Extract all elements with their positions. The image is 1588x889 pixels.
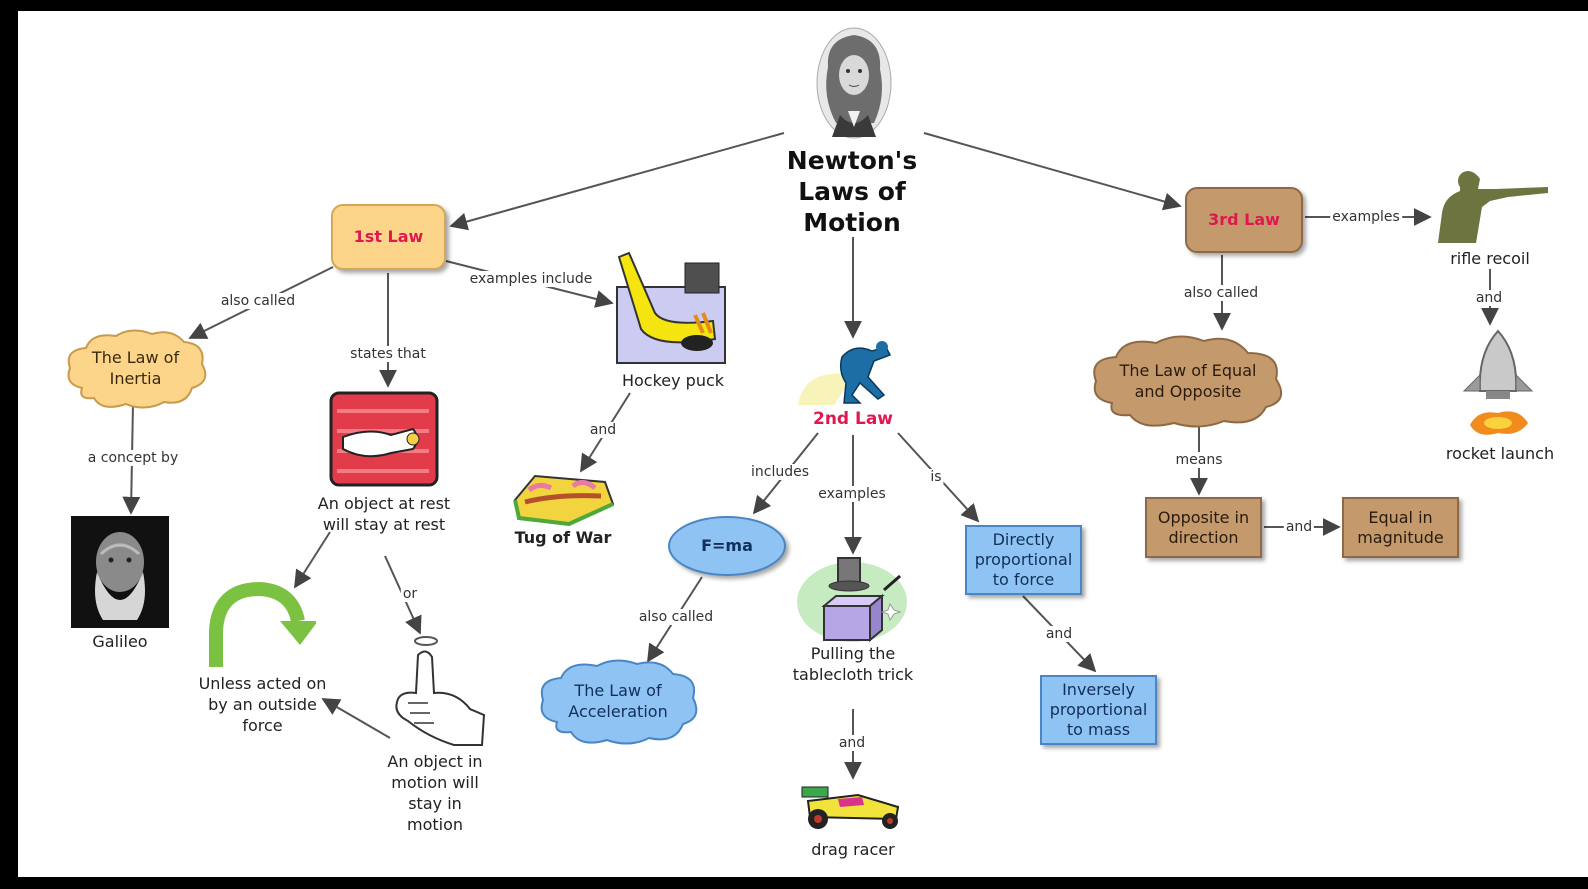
- magic-hat-icon: [797, 557, 907, 643]
- directly-proportional-node[interactable]: Directly proportional to force: [965, 525, 1082, 595]
- link-rest-unless: [294, 531, 331, 589]
- concept-map: also called states that examples include…: [18, 11, 1588, 877]
- link-title-first: [449, 132, 785, 231]
- link-label-states-that: states that: [348, 346, 428, 362]
- link-label-and: and: [1283, 519, 1315, 535]
- link-label-examples-include: examples include: [467, 271, 595, 287]
- tug-of-war-node[interactable]: Tug of War: [514, 528, 612, 547]
- inertia-cloud-shape: [67, 329, 207, 409]
- hockey-stick-icon: [616, 251, 726, 364]
- object-at-rest-node[interactable]: An object at rest will stay at rest: [317, 494, 451, 534]
- hockey-puck-node[interactable]: Hockey puck: [621, 371, 725, 390]
- link-label-means: means: [1173, 452, 1225, 468]
- galileo-portrait-icon: [71, 516, 169, 628]
- link-label-and: and: [1473, 290, 1505, 306]
- law-of-inertia-node[interactable]: The Law of Inertia: [91, 348, 180, 388]
- law-of-acceleration-node[interactable]: The Law of Acceleration: [568, 681, 668, 721]
- link-label-or: or: [400, 586, 420, 602]
- acceleration-cloud-shape: [540, 659, 698, 745]
- curved-arrow-icon: [209, 581, 316, 667]
- tug-of-war-icon: [513, 474, 615, 526]
- link-label-and: and: [836, 735, 868, 751]
- law-of-equal-and-opposite-node[interactable]: The Law of Equal and Opposite: [1119, 361, 1257, 401]
- link-label-also-called: also called: [218, 293, 298, 309]
- tablecloth-trick-node[interactable]: Pulling the tablecloth trick: [792, 644, 914, 684]
- drag-racer-icon: [801, 786, 900, 829]
- connector-lines: [122, 132, 1499, 780]
- equal-in-magnitude-node[interactable]: Equal in magnitude: [1342, 497, 1459, 558]
- third-law-node[interactable]: 3rd Law: [1185, 187, 1303, 253]
- link-title-third: [923, 132, 1182, 211]
- unless-acted-node[interactable]: Unless acted on by an outside force: [198, 674, 327, 735]
- rocket-icon: [1462, 329, 1534, 435]
- inversely-proportional-node[interactable]: Inversely proportional to mass: [1040, 675, 1157, 745]
- link-label-is: is: [928, 469, 944, 485]
- link-label-examples: examples: [816, 486, 888, 502]
- equal-opposite-cloud-shape: [1093, 335, 1283, 428]
- pull-hand-icon: [329, 391, 439, 487]
- link-label-and: and: [587, 422, 619, 438]
- galileo-label: Galileo: [92, 632, 148, 651]
- object-in-motion-node[interactable]: An object in motion will stay in motion: [387, 752, 483, 834]
- rifleman-icon: [1438, 171, 1548, 243]
- link-label-includes: includes: [748, 464, 812, 480]
- newton-portrait-icon: [816, 27, 892, 139]
- f-ma-node[interactable]: F=ma: [668, 516, 786, 576]
- link-label-also-called: also called: [636, 609, 716, 625]
- link-motion-unless: [321, 698, 391, 739]
- map-title: Newton's Laws of Motion: [786, 146, 918, 237]
- link-label-a-concept-by: a concept by: [85, 450, 181, 466]
- rifle-recoil-node[interactable]: rifle recoil: [1450, 249, 1530, 268]
- link-label-also-called: also called: [1181, 285, 1261, 301]
- drag-racer-node[interactable]: drag racer: [811, 840, 895, 859]
- link-label-and: and: [1043, 626, 1075, 642]
- rocket-launch-node[interactable]: rocket launch: [1445, 444, 1555, 463]
- link-label-examples: examples: [1330, 209, 1402, 225]
- opposite-in-direction-node[interactable]: Opposite in direction: [1145, 497, 1262, 558]
- pointing-hand-icon: [395, 636, 486, 746]
- speed-skater-icon: [798, 341, 892, 405]
- first-law-node[interactable]: 1st Law: [331, 204, 446, 270]
- second-law-node[interactable]: 2nd Law: [812, 409, 894, 429]
